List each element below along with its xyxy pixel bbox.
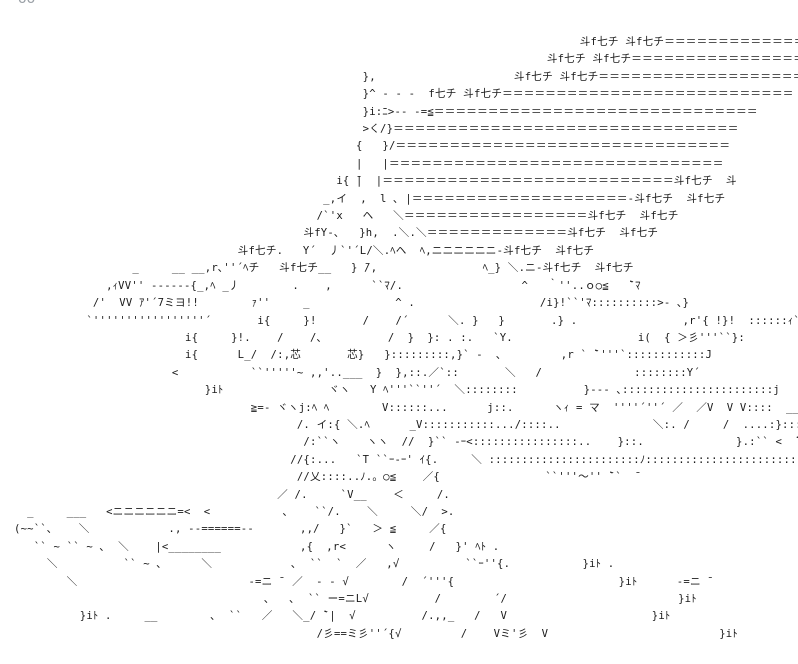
art-line: ,ｨVV'' ‐‐‐‐‐‐{_,ﾍ _丿 . , ``ﾏ/. ^ ｀''..ｏ○… — [14, 279, 641, 292]
art-line: 斗fY-､ }h, .＼.＼＝＝＝＝＝＝＝＝＝＝＝＝＝斗f七チ 斗f七チ — [14, 227, 659, 240]
corner-glyph: oo — [18, 0, 35, 7]
art-line: ≧=- ヾヽj:ﾍ ﾍ V::::::... j::. ヽｨ = マ ''''´… — [14, 401, 798, 414]
art-line: ＼ `` ~ ､ ＼ ､ `` ` ／ ,√ ``ｰ''{. }iﾄ . / — [46, 558, 615, 571]
art-line: < ``'''''~ ,,'..___ } },::.／`:: ＼ / ::::… — [171, 366, 700, 379]
art-line: ＼ -=ニ ̄ ／ - - √ / ´'''{ }iﾄ -=ニ ̄ ／ — [14, 575, 798, 588]
art-line: 斗f七チ. Y´ 丿`'´L/＼.ﾍヘ ﾍ,ニニニニニニ-斗f七チ 斗f七チ — [14, 244, 595, 257]
art-line: }iﾄ ヾヽ Y ﾍ'''``''´ ＼:::::::: }--- ､:::::… — [204, 384, 780, 397]
art-line: }, 斗f七チ 斗f七チ＝＝＝＝＝＝＝＝＝＝＝＝＝＝＝＝＝＝＝＝＝ — [14, 70, 798, 83]
art-line: `'''''''''''''''''´ i{ }! / /´ ＼. } } .}… — [14, 314, 798, 327]
art-line: `` ~ `` ~ ､ ＼ |<________ ,{ ,r< ヽ / }' ﾍ… — [33, 540, 500, 553]
art-line: /`'x ヘ ＼＝＝＝＝＝＝＝＝＝＝＝＝＝＝＝＝＝斗f七チ 斗f七チ — [14, 210, 679, 223]
art-line: | |＝＝＝＝＝＝＝＝＝＝＝＝＝＝＝＝＝＝＝＝＝＝＝＝＝＝＝＝＝＝＝ — [14, 157, 724, 170]
art-line: ／ /. `V__ ＜ /. — [14, 488, 450, 501]
art-line: 斗f七チ 斗f七チ＝＝＝＝＝＝＝＝＝＝＝＝＝＝＝＝＝ — [14, 53, 798, 66]
art-line: (~~``､ ＼ ., ‐-======-- ,,/ }` ＞ ≦ ／{ ／ ／ — [14, 523, 447, 536]
art-line: >く/}＝＝＝＝＝＝＝＝＝＝＝＝＝＝＝＝＝＝＝＝＝＝＝＝＝＝＝＝＝＝＝＝ — [14, 123, 739, 136]
art-line: ､ ､ `` ー=ニL√ / ´/ }iﾄ — [14, 593, 697, 605]
art-line: _ ___ <ニニニニニニ=< < ､ ``/. ＼ ＼/ >. / ／ | — [27, 505, 455, 518]
art-line: }^ - - - f七チ 斗f七チ＝＝＝＝＝＝＝＝＝＝＝＝＝＝＝＝＝＝＝＝＝＝＝… — [14, 88, 794, 101]
art-line: 斗f七チ 斗f七チ＝＝＝＝＝＝＝＝＝＝＝＝＝＝ — [14, 36, 798, 48]
art-line: /' VV ｱ'´7ミヨ!! ｧ'' _ ^ . /i}!``'ﾏ:::::::… — [14, 297, 690, 310]
art-line: _,イ , l ､ |＝＝＝＝＝＝＝＝＝＝＝＝＝＝＝＝＝＝＝＝-斗f七チ 斗f七… — [14, 192, 726, 205]
art-line: //{:... `T ``ｰ-ｰ' ｲ{. ＼ ::::::::::::::::… — [290, 453, 798, 466]
art-line: //乂::::..ﾉ.。○≦ ／{ ``'''～'' ̄`` ̄ — [14, 471, 635, 484]
art-line: /彡==ミ彡''´{√ / Vミ'彡 V }iﾄ .。○≦ / — [316, 627, 738, 640]
art-line: i{ }!. / /､ / } }: . :. `Y. i( { ＞彡'''``… — [14, 331, 745, 344]
art-line: i{ L_/ /:,芯 芯} }:::::::::,}` - ､ ,r ` ̄`… — [14, 349, 798, 362]
art-line: }iﾄ . __ ､ `` ／ ＼_/ ̄`| √ /.,,_ / V }iﾄ … — [79, 610, 671, 623]
art-line: /:``ヽ ヽヽ // }`` -ｰ<::::::::::::::::.. }:… — [303, 436, 798, 449]
art-line: _ __ __,r､''´ﾍチ 斗f七チ__ } ̄/, ﾍ_} ＼.ニ-斗f七… — [14, 262, 634, 275]
art-line: }i:ﾆ>-- -=≦＝＝＝＝＝＝＝＝＝＝＝＝＝＝＝＝＝＝＝＝＝＝＝＝＝＝＝＝＝… — [14, 105, 758, 118]
art-line: /. イ:{ ＼.ﾍ _V:::::::::::.../::::.. ＼:. /… — [296, 418, 798, 431]
ascii-art-block: 斗f七チ 斗f七チ＝＝＝＝＝＝＝＝＝＝＝＝＝＝ 斗f七チ 斗f七チ＝＝＝＝＝＝＝… — [14, 34, 798, 643]
art-line: { }/＝＝＝＝＝＝＝＝＝＝＝＝＝＝＝＝＝＝＝＝＝＝＝＝＝＝＝＝＝＝＝ — [14, 140, 731, 153]
art-line: i{ ̄| |＝＝＝＝＝＝＝＝＝＝＝＝＝＝＝＝＝＝＝＝＝＝＝＝＝＝＝斗f七チ 斗 — [14, 175, 737, 188]
